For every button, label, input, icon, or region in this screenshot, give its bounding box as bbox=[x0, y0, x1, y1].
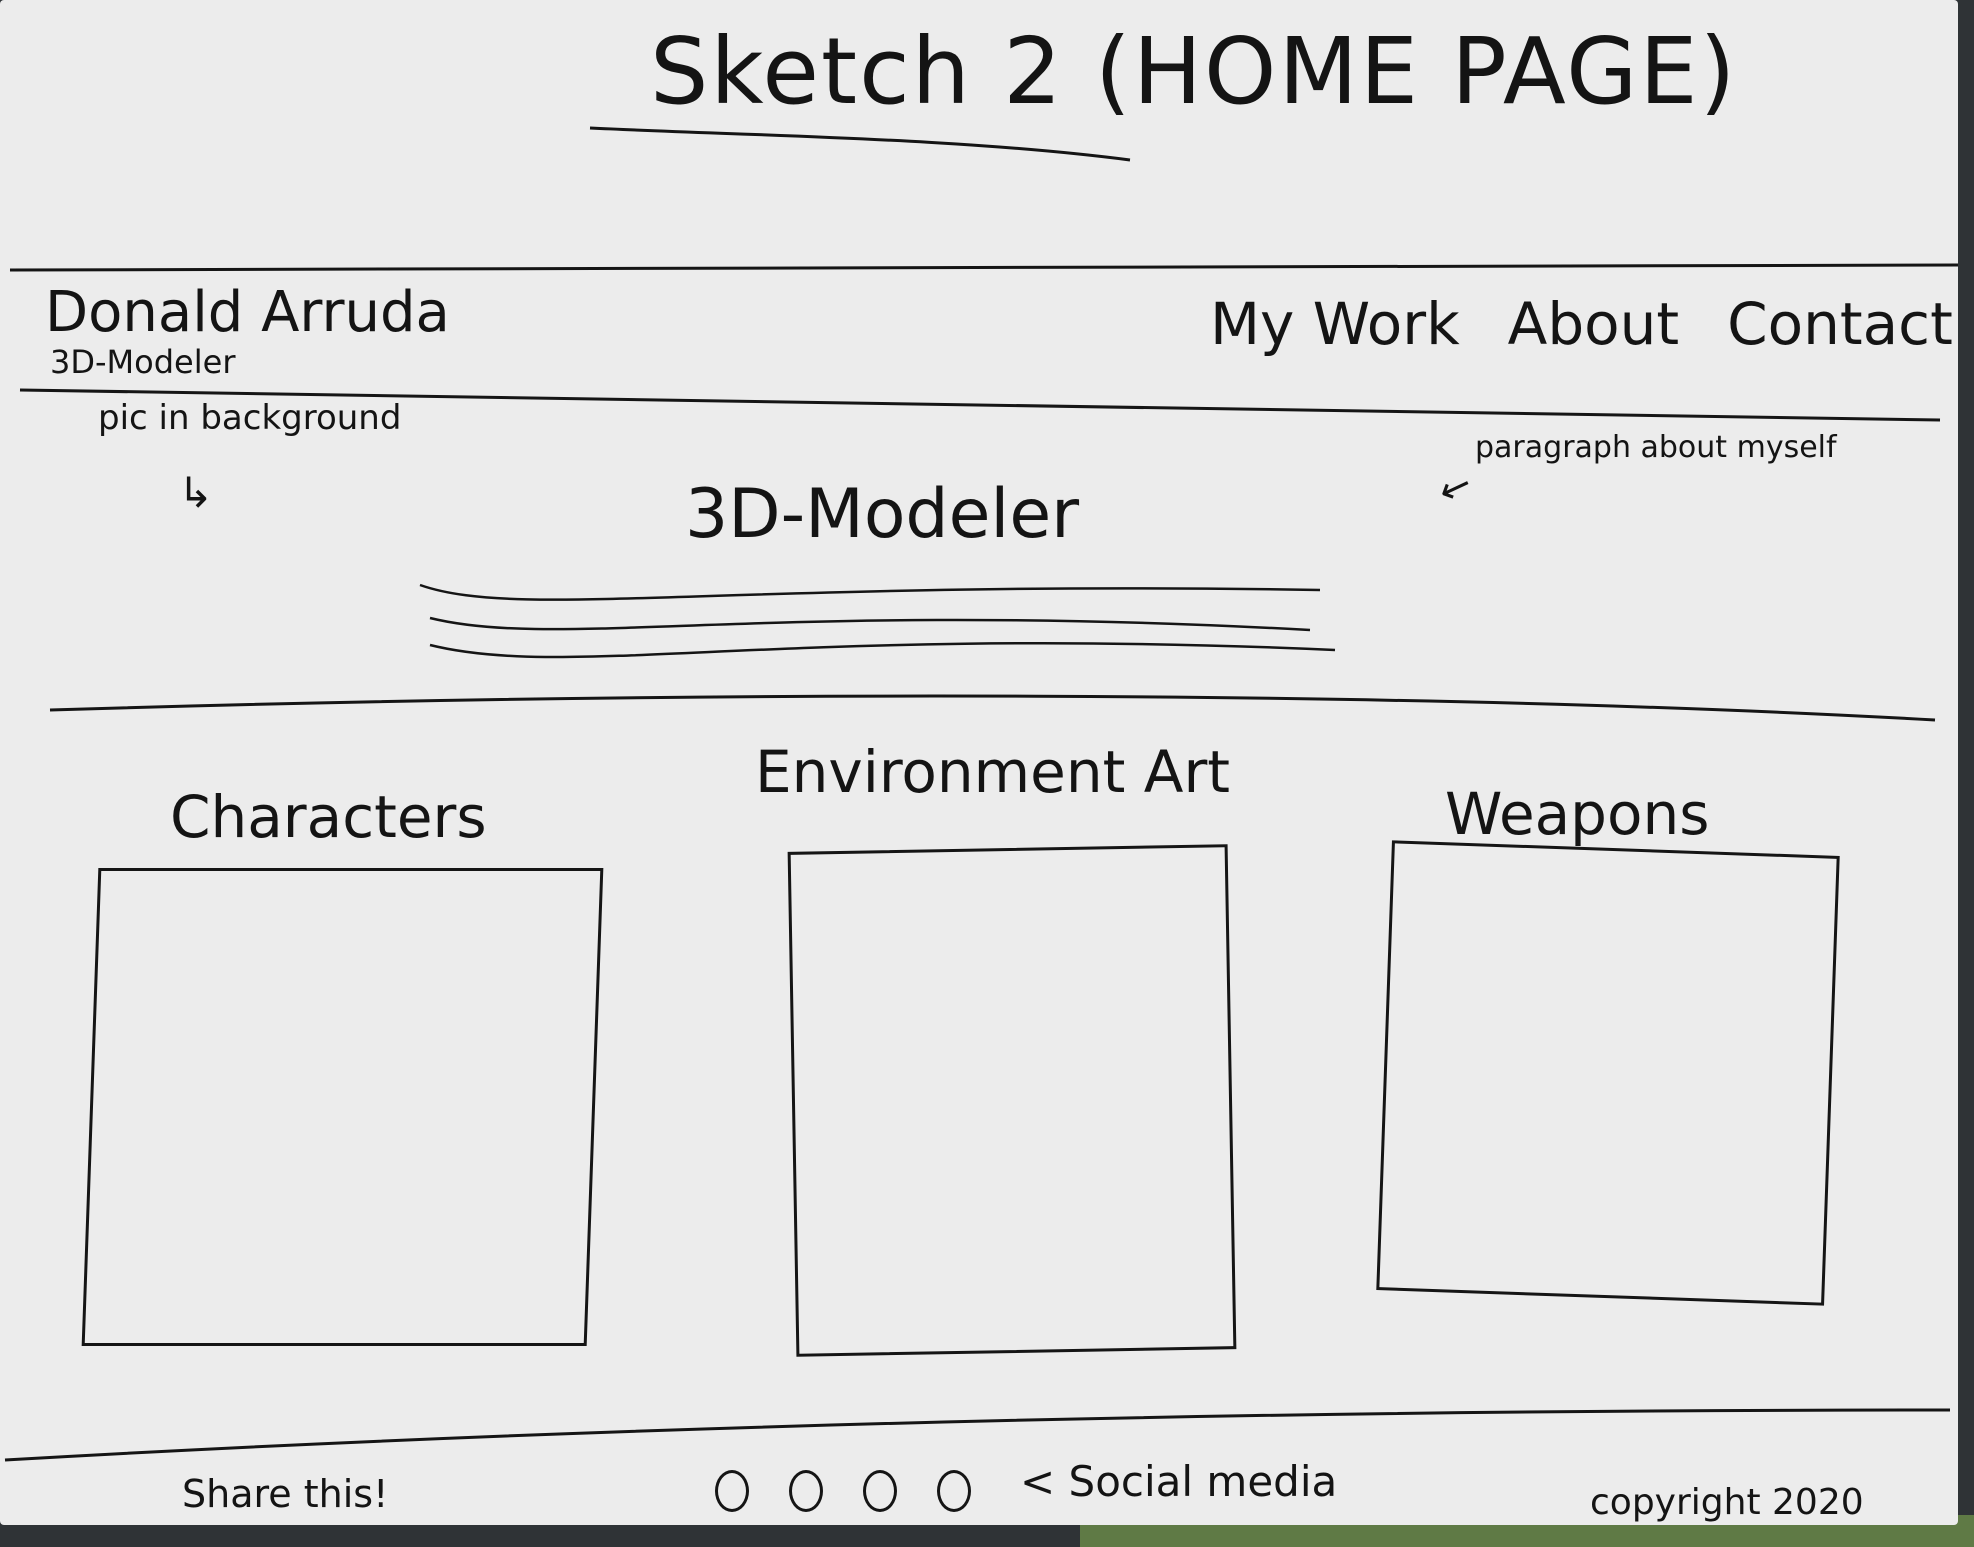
annotation-background-pic: pic in background bbox=[98, 398, 402, 438]
site-owner-name[interactable]: Donald Arruda bbox=[45, 280, 450, 345]
category-card-weapons[interactable] bbox=[1376, 840, 1840, 1306]
social-icon[interactable] bbox=[863, 1470, 897, 1512]
nav-item-contact[interactable]: Contact bbox=[1727, 290, 1953, 358]
main-nav: My Work About Contact bbox=[1210, 290, 1953, 358]
share-label[interactable]: Share this! bbox=[182, 1472, 389, 1516]
sketch-title: Sketch 2 (HOME PAGE) bbox=[650, 18, 1738, 125]
category-card-characters[interactable] bbox=[81, 868, 604, 1346]
social-media-label: Social media bbox=[1068, 1457, 1338, 1506]
category-card-environment-art[interactable] bbox=[787, 844, 1237, 1357]
annotation-paragraph: paragraph about myself bbox=[1475, 430, 1837, 465]
site-owner-role: 3D-Modeler bbox=[50, 343, 236, 381]
category-label-weapons[interactable]: Weapons bbox=[1445, 780, 1710, 848]
copyright-text: copyright 2020 bbox=[1590, 1482, 1864, 1523]
social-icon[interactable] bbox=[937, 1470, 971, 1512]
sketch-paper: Sketch 2 (HOME PAGE) Donald Arruda 3D-Mo… bbox=[0, 0, 1958, 1525]
social-icon[interactable] bbox=[789, 1470, 823, 1512]
category-label-environment-art[interactable]: Environment Art bbox=[755, 738, 1231, 806]
curved-arrow-icon: ↳ bbox=[178, 468, 214, 517]
social-media-annotation: < Social media bbox=[1020, 1457, 1338, 1506]
category-label-characters[interactable]: Characters bbox=[170, 783, 487, 851]
social-media-icons bbox=[715, 1470, 971, 1512]
nav-item-about[interactable]: About bbox=[1507, 290, 1680, 358]
social-icon[interactable] bbox=[715, 1470, 749, 1512]
hero-heading: 3D-Modeler bbox=[685, 475, 1080, 554]
sketch-lines bbox=[4, 126, 1958, 1462]
nav-item-my-work[interactable]: My Work bbox=[1210, 290, 1460, 358]
